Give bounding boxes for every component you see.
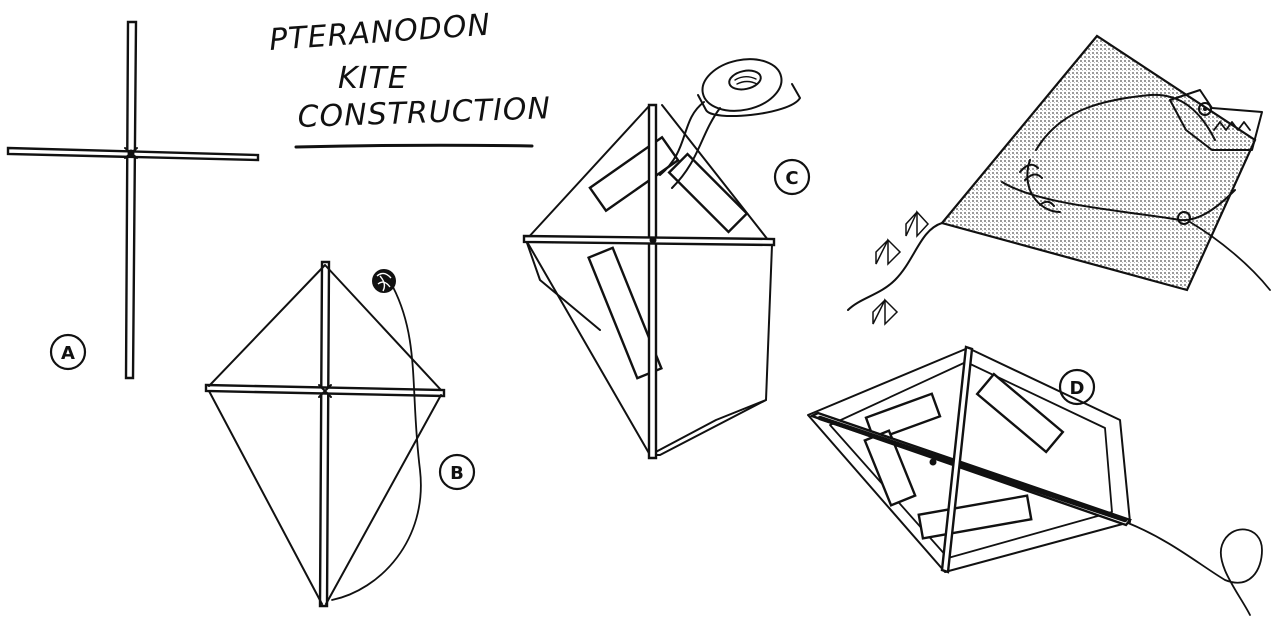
spine-stick [126, 22, 136, 378]
step-d-marker: D [1060, 370, 1094, 404]
title-line-3: CONSTRUCTION [297, 91, 551, 135]
flying-line [1128, 523, 1262, 615]
title-underline [296, 145, 532, 147]
step-c-label: C [785, 168, 798, 189]
step-a-label: A [61, 343, 75, 364]
spine-stick [320, 262, 329, 606]
tie-knot [650, 237, 657, 244]
step-b-string-frame [206, 262, 444, 606]
kite-tail [848, 223, 942, 310]
tie-knot [930, 459, 937, 466]
step-b-label: B [450, 463, 464, 484]
title-line-1: PTERANODON [268, 8, 492, 58]
tail-bow [906, 212, 928, 236]
step-a-marker: A [51, 335, 85, 369]
diagram-title: PTERANODON KITE CONSTRUCTION [268, 8, 551, 147]
title-line-2: KITE [338, 61, 408, 96]
step-a-cross-frame [8, 22, 258, 378]
tail-bow [873, 300, 897, 324]
kite-sail [942, 36, 1255, 290]
step-c-taping-sail [524, 52, 800, 458]
cross-spar-stick [524, 236, 774, 245]
spine-stick [649, 105, 656, 458]
pteranodon-kite [848, 36, 1270, 324]
step-c-marker: C [775, 160, 809, 194]
step-b-marker: B [440, 455, 474, 489]
tape-strip [669, 154, 747, 232]
step-d-label: D [1070, 378, 1085, 399]
tape-strip [590, 137, 678, 210]
string-line [332, 287, 421, 600]
tail-bow [876, 240, 900, 264]
tape-strip [919, 496, 1031, 539]
step-d-finished-frame [808, 347, 1262, 615]
